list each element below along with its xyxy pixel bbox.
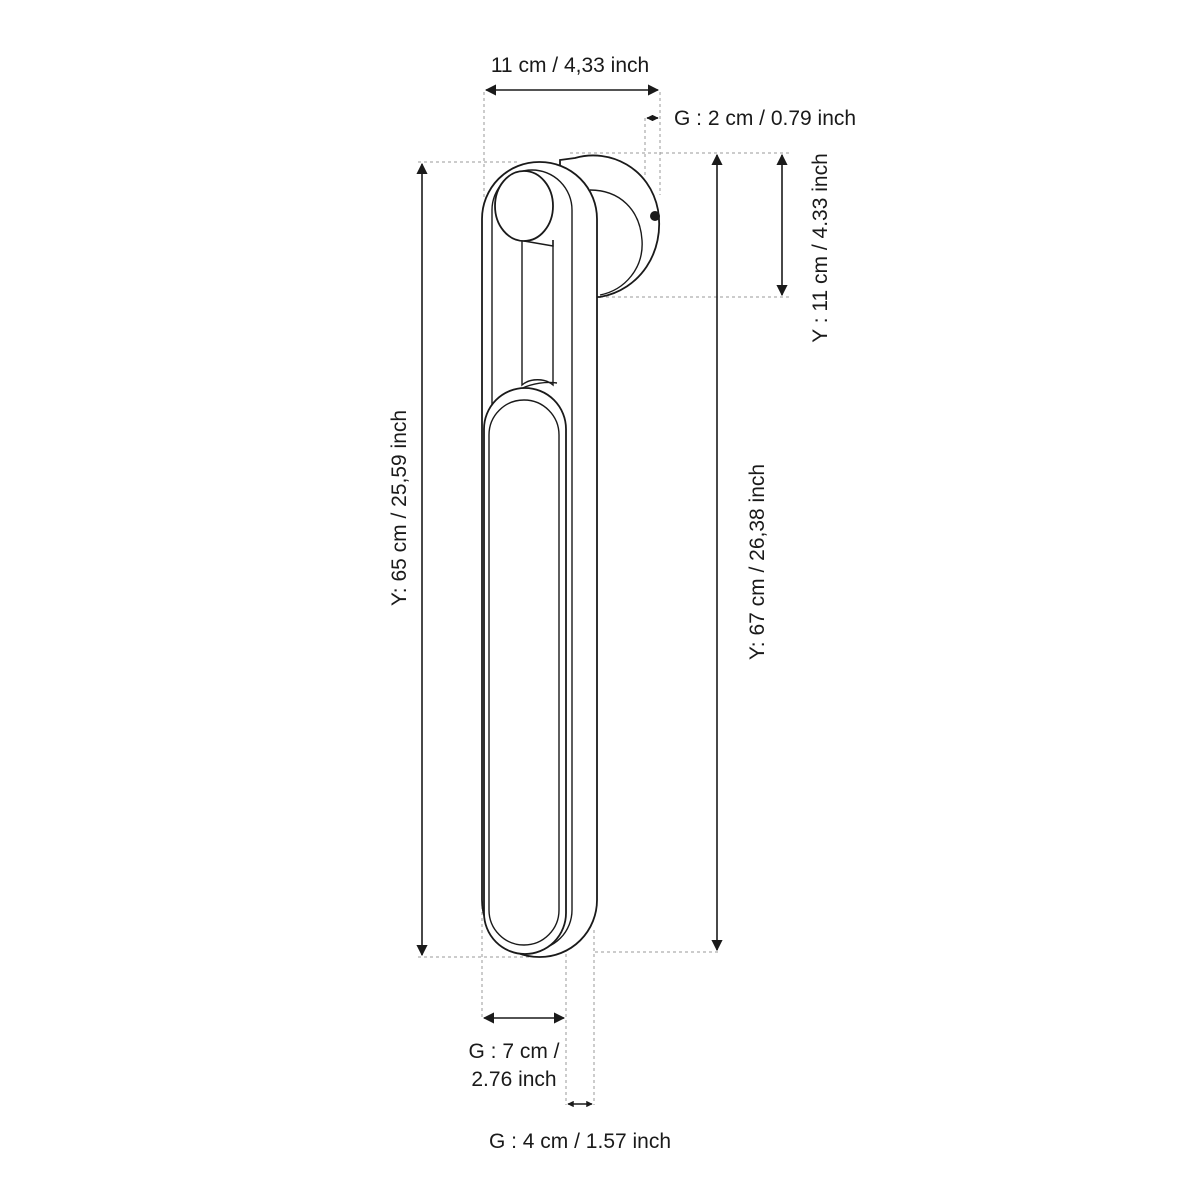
- wall-lamp-illustration: [481, 154, 660, 958]
- right-small-height-label: Y : 11 cm / 4.33 inch: [809, 153, 832, 343]
- mount-screw-icon: [650, 211, 660, 221]
- top-gap-label: G : 2 cm / 0.79 inch: [674, 107, 856, 130]
- right-height-label: Y: 67 cm / 26,38 inch: [746, 464, 769, 660]
- left-height-label: Y: 65 cm / 25,59 inch: [388, 410, 411, 606]
- bottom-width-label-line2: 2.76 inch: [471, 1068, 556, 1091]
- extension-lines: [418, 92, 790, 1105]
- dimension-lines: [416, 84, 788, 1108]
- wall-mount-inner-edge: [589, 189, 643, 296]
- bottom-gap-label: G : 4 cm / 1.57 inch: [489, 1130, 671, 1153]
- upper-slot: [521, 240, 554, 387]
- top-width-label: 11 cm / 4,33 inch: [491, 54, 649, 77]
- bottom-width-label-line1: G : 7 cm /: [468, 1040, 559, 1063]
- top-cylinder: [494, 170, 554, 242]
- light-panel-inner: [488, 399, 560, 946]
- light-panel-outer: [483, 387, 567, 955]
